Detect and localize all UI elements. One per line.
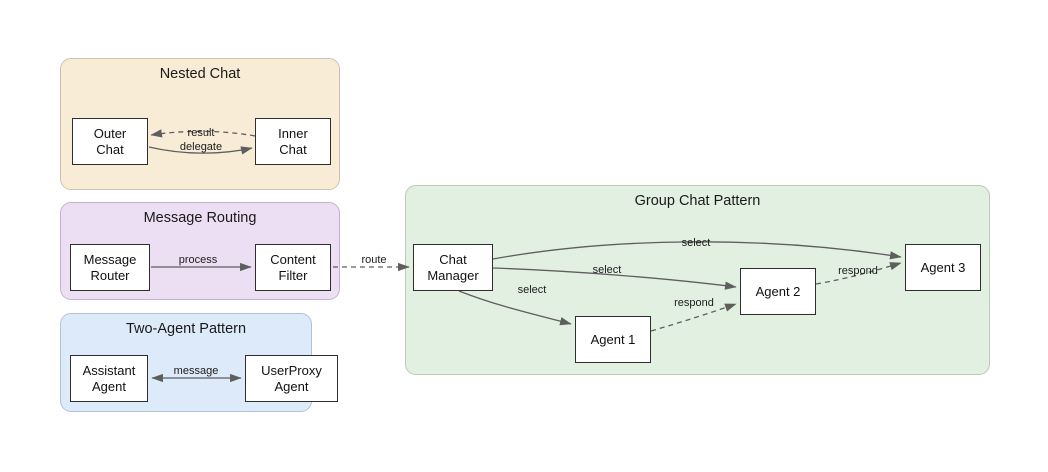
node-agent-3: Agent 3 <box>905 244 981 291</box>
node-message-router: Message Router <box>70 244 150 291</box>
node-label-agent-2: Agent 2 <box>755 283 801 299</box>
edge-label-message: message <box>173 365 219 377</box>
node-label-userproxy-agent: UserProxy Agent <box>261 362 322 394</box>
node-label-outer-chat: Outer Chat <box>93 125 127 157</box>
node-content-filter: Content Filter <box>255 244 331 291</box>
edge-label-select-agent3: select <box>681 237 711 249</box>
cluster-title-group-chat-pattern: Group Chat Pattern <box>634 193 761 209</box>
edge-label-process: process <box>178 254 218 266</box>
cluster-title-nested-chat: Nested Chat <box>159 66 241 82</box>
edge-label-respond-2: respond <box>838 265 878 277</box>
node-agent-2: Agent 2 <box>740 268 816 315</box>
node-assistant-agent: Assistant Agent <box>70 355 148 402</box>
edge-label-select-agent1: select <box>517 284 547 296</box>
node-label-inner-chat: Inner Chat <box>278 125 308 157</box>
node-userproxy-agent: UserProxy Agent <box>245 355 338 402</box>
node-inner-chat: Inner Chat <box>255 118 331 165</box>
node-chat-manager: Chat Manager <box>413 244 493 291</box>
edge-label-select-agent2: select <box>592 264 622 276</box>
edge-label-delegate: delegate <box>179 141 223 153</box>
node-label-agent-1: Agent 1 <box>590 331 636 347</box>
node-label-message-router: Message Router <box>83 251 137 283</box>
edge-label-route: route <box>361 254 387 266</box>
cluster-title-message-routing: Message Routing <box>143 210 257 226</box>
node-outer-chat: Outer Chat <box>72 118 148 165</box>
node-label-content-filter: Content Filter <box>270 251 316 283</box>
edge-label-result: result <box>187 127 215 139</box>
node-label-chat-manager: Chat Manager <box>427 251 479 283</box>
edge-label-respond-1: respond <box>674 297 714 309</box>
node-label-assistant-agent: Assistant Agent <box>82 362 136 394</box>
node-agent-1: Agent 1 <box>575 316 651 363</box>
cluster-title-two-agent-pattern: Two-Agent Pattern <box>125 321 247 337</box>
node-label-agent-3: Agent 3 <box>920 259 966 275</box>
